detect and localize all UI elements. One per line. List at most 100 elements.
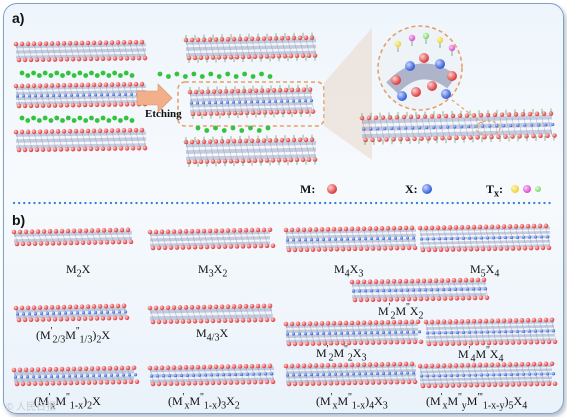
structure-slab-8-metal-atom — [453, 319, 459, 324]
single-mxene-sheet-metal-atom — [447, 135, 452, 141]
max-slab-top-metal-atom — [142, 55, 148, 61]
structure-slab-8-metal-atom — [537, 317, 543, 323]
mxene-slab-bottom-metal-atom — [228, 158, 234, 164]
max-slab-top-bond — [27, 43, 33, 60]
structure-slab-1-metal-atom — [156, 245, 162, 251]
structure-slab-5-metal-atom — [121, 303, 127, 309]
mxene-slab-bottom-metal-atom — [198, 159, 204, 165]
structure-slab-0-metal-atom — [86, 240, 92, 245]
structure-slab-11-x-atom — [321, 372, 326, 376]
structure-slab-3-layer-3 — [419, 239, 551, 245]
mxene-slab-top-metal-atom — [288, 53, 294, 59]
structure-slab-10-metal-atom — [198, 380, 204, 386]
structure-slab-6-layer-0 — [149, 307, 273, 314]
structure-slab-7-x-atom — [351, 331, 356, 335]
max-slab-bottom-metal-atom — [37, 129, 43, 134]
max-slab-top-metal-atom — [49, 41, 55, 46]
structure-slab-2-metal-atom — [364, 246, 370, 251]
structure-slab-3-x-atom — [527, 235, 532, 239]
structure-slab-11-layer-2 — [285, 373, 417, 379]
single-mxene-sheet-metal-atom — [398, 136, 403, 142]
structure-slab-10-metal-atom — [267, 363, 273, 369]
structure-slab-0-metal-atom — [35, 229, 41, 234]
structure-slab-12-metal-atom — [519, 361, 525, 367]
structure-slab-5-x-atom — [87, 310, 92, 315]
structure-slab-9-metal-atom — [95, 366, 101, 371]
structure-slab-10-x-atom — [155, 374, 160, 378]
mxene-slab-top-bond — [293, 39, 299, 56]
structure-slab-6-metal-atom — [267, 303, 273, 309]
structure-slab-3-metal-atom — [453, 225, 459, 230]
structure-slab-5-metal-atom — [19, 305, 25, 311]
structure-slab-9-x-atom — [13, 375, 18, 379]
structure-slab-10-metal-atom — [249, 363, 255, 369]
mxene-slab-top-metal-atom — [297, 35, 303, 41]
structure-slab-5-metal-atom — [58, 316, 64, 322]
max-slab-middle-x-atom — [15, 94, 20, 98]
structure-label: M3X2 — [198, 262, 228, 280]
mxene-slab-top-bond — [311, 39, 317, 56]
structure-slab-2-metal-atom — [394, 245, 400, 251]
structure-slab-4-metal-atom — [403, 278, 409, 284]
max-slab-bottom-metal-atom — [34, 147, 40, 153]
structure-slab-3-metal-atom — [465, 224, 471, 230]
structure-slab-4-x-atom — [465, 287, 470, 291]
mxene-slab-top-metal-atom — [198, 55, 204, 61]
structure-slab-7-metal-atom — [304, 341, 310, 346]
structure-slab-9-x-atom — [91, 373, 96, 378]
mxene-slab-bottom-metal-atom — [249, 138, 255, 144]
structure-slab-9-x-atom — [109, 373, 114, 377]
max-slab-middle-metal-atom — [106, 102, 112, 107]
structure-slab-10-metal-atom — [168, 381, 174, 386]
structure-slab-4-metal-atom — [379, 279, 385, 284]
mxene-slab-bottom-bond — [257, 141, 263, 161]
structure-slab-12-x-atom — [521, 372, 526, 376]
structure-slab-10-metal-atom — [216, 380, 222, 386]
structure-slab-12-x-atom — [419, 374, 424, 378]
mxene-slab-bottom-bond — [239, 141, 245, 162]
structure-slab-10-metal-atom — [243, 363, 249, 369]
structure-slab-8 — [423, 317, 558, 347]
structure-slab-0-metal-atom — [50, 241, 56, 246]
single-mxene-sheet-metal-atom — [492, 112, 498, 118]
max-a-layer-1-a-atom — [123, 70, 129, 76]
structure-slab-11-x-atom — [375, 371, 380, 376]
structure-slab-3-metal-atom — [534, 245, 540, 251]
structure-slab-3-metal-atom — [483, 224, 489, 230]
structure-slab-4-x-atom — [399, 288, 404, 292]
released-a-atoms-1-a-atom — [157, 71, 163, 77]
max-slab-bottom-metal-atom — [106, 146, 112, 151]
max-slab-middle-metal-atom — [73, 82, 79, 88]
mxene-slab-middle-x-atom — [273, 99, 278, 103]
structure-slab-12-layer-1 — [419, 368, 553, 374]
structure-slab-9-metal-atom — [38, 381, 44, 386]
structure-slab-3-x-atom — [515, 235, 520, 239]
mxene-slab-bottom-metal-atom — [252, 158, 258, 164]
max-slab-top-bond — [135, 43, 141, 59]
structure-slab-5-metal-atom — [64, 316, 70, 322]
legend-t-colon: : — [499, 182, 504, 196]
structure-slab-7-metal-atom — [307, 321, 313, 326]
structure-slab-2-layer-2 — [285, 238, 417, 244]
max-slab-bottom-metal-atom — [49, 129, 55, 134]
structure-slab-4-metal-atom — [385, 279, 391, 284]
structure-slab-7-metal-atom — [361, 320, 367, 325]
single-mxene-sheet-metal-atom — [366, 115, 372, 121]
structure-slab-5-x-atom — [63, 311, 68, 315]
mxene-slab-top-layer-1 — [185, 44, 317, 51]
max-slab-middle-metal-atom — [97, 82, 103, 88]
structure-slab-2-x-atom — [345, 237, 350, 241]
mxene-slab-top-bond — [287, 39, 293, 57]
structure-slab-9-metal-atom — [62, 380, 68, 386]
mxene-slab-bottom-bond — [281, 141, 287, 161]
structure-slab-1-metal-atom — [270, 243, 276, 249]
structure-slab-10-metal-atom — [159, 365, 165, 371]
structure-slab-1-bond — [257, 231, 263, 247]
legend-t-ball-3 — [535, 186, 541, 192]
structure-slab-11-layer-1 — [285, 369, 417, 375]
structure-slab-9-metal-atom — [53, 366, 59, 372]
structure-slab-7-metal-atom — [310, 341, 316, 346]
structure-slab-0-metal-atom — [47, 229, 53, 234]
max-slab-middle-metal-atom — [19, 83, 25, 89]
structure-slab-3-layer-1 — [419, 231, 551, 236]
